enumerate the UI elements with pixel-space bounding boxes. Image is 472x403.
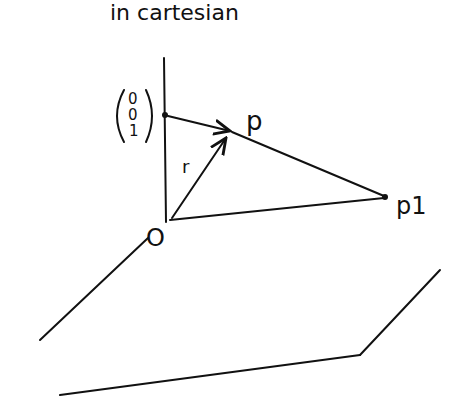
vector-label: r bbox=[182, 158, 189, 176]
heading-note: in cartesian bbox=[110, 2, 239, 24]
arrow-line bbox=[172, 138, 226, 218]
point-label: p bbox=[246, 108, 263, 134]
line bbox=[170, 198, 384, 220]
point bbox=[162, 112, 168, 118]
vector-entry: 0 bbox=[128, 92, 138, 107]
arrow-line bbox=[168, 116, 230, 131]
axis-line bbox=[164, 58, 166, 222]
bracket bbox=[117, 90, 124, 142]
point bbox=[382, 194, 388, 200]
point-label: p1 bbox=[396, 194, 427, 218]
bracket bbox=[146, 90, 152, 142]
plane-edge bbox=[360, 270, 440, 355]
vector-entry: 1 bbox=[129, 124, 139, 139]
plane-edge bbox=[40, 238, 148, 340]
line bbox=[232, 132, 384, 196]
plane-edge bbox=[60, 355, 360, 395]
origin-label: O bbox=[146, 226, 165, 250]
vector-entry: 0 bbox=[128, 108, 138, 123]
